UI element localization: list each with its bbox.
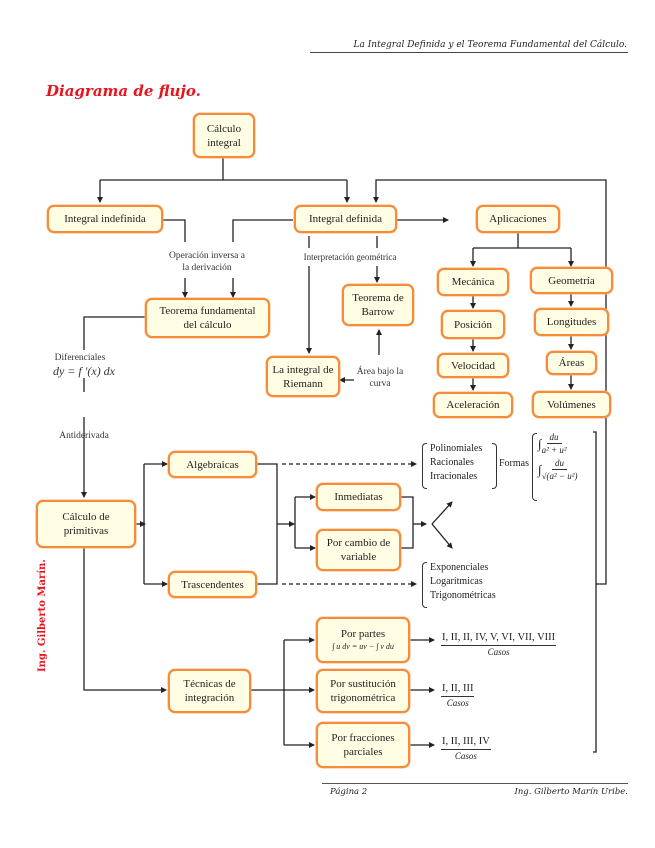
label-interpretacion-geometrica: Interpretación geométrica bbox=[303, 252, 397, 262]
list-item: Polinomiales bbox=[430, 443, 483, 454]
node-por-fracciones[interactable]: Por fracciones parciales bbox=[316, 722, 410, 768]
connector bbox=[83, 316, 145, 350]
connector bbox=[163, 219, 186, 242]
feedback-loop bbox=[373, 179, 607, 585]
node-areas[interactable]: Áreas bbox=[546, 351, 597, 375]
brace-left bbox=[532, 433, 537, 501]
list-item: Irracionales bbox=[430, 471, 478, 482]
node-geometria[interactable]: Geometría bbox=[530, 267, 613, 294]
label-area-bajo-la-curva: Área bajo la curva bbox=[356, 367, 404, 389]
brace-left bbox=[422, 443, 427, 489]
integral-sign: ∫ bbox=[538, 436, 542, 451]
integral-sign: ∫ bbox=[538, 462, 542, 477]
header-rule bbox=[310, 52, 628, 53]
right-brace bbox=[593, 431, 598, 753]
forma-item: ∫ du√(a² − u²) bbox=[538, 458, 577, 482]
label-operacion-inversa: Operación inversa a la derivación bbox=[169, 251, 245, 273]
node-calculo-integral[interactable]: Cálculo integral bbox=[193, 113, 255, 158]
node-por-partes[interactable]: Por partes ∫ u dv = uv − ∫ v du bbox=[316, 617, 410, 663]
node-integral-indefinida[interactable]: Integral indefinida bbox=[47, 205, 163, 233]
node-volumenes[interactable]: Volúmenes bbox=[532, 391, 611, 418]
node-por-cambio-variable[interactable]: Por cambio de variable bbox=[316, 529, 401, 571]
list-item: Racionales bbox=[430, 457, 474, 468]
casos-por-sustitucion: I, II, III Casos bbox=[441, 683, 475, 708]
connector bbox=[431, 523, 453, 549]
node-longitudes[interactable]: Longitudes bbox=[534, 308, 609, 336]
node-velocidad[interactable]: Velocidad bbox=[437, 353, 509, 378]
label-antiderivada: Antiderivada bbox=[59, 431, 109, 441]
node-inmediatas[interactable]: Inmediatas bbox=[316, 483, 401, 511]
connector bbox=[83, 548, 167, 693]
node-teorema-fundamental[interactable]: Teorema fundamental del cálculo bbox=[145, 298, 270, 338]
node-integral-definida[interactable]: Integral definida bbox=[294, 205, 397, 233]
footer-page-number: Página 2 bbox=[330, 787, 368, 797]
list-item: Logarítmicas bbox=[430, 576, 483, 587]
node-posicion[interactable]: Posición bbox=[441, 310, 505, 339]
footer-author: Ing. Gilberto Marín Uribe. bbox=[514, 787, 628, 797]
node-por-sustitucion[interactable]: Por sustitución trigonométrica bbox=[316, 669, 410, 713]
transcendent-types-list: Exponenciales Logarítmicas Trigonométric… bbox=[422, 561, 496, 603]
node-aceleracion[interactable]: Aceleración bbox=[433, 392, 513, 418]
brace-right bbox=[492, 443, 497, 489]
header-title: La Integral Definida y el Teorema Fundam… bbox=[353, 40, 627, 50]
connector bbox=[232, 219, 293, 242]
node-aplicaciones[interactable]: Aplicaciones bbox=[476, 205, 560, 233]
list-item: Exponenciales bbox=[430, 562, 489, 573]
node-mecanica[interactable]: Mecánica bbox=[437, 268, 509, 296]
algebraic-types-list: Polinomiales Racionales Irracionales bbox=[422, 442, 482, 484]
connector bbox=[431, 501, 453, 525]
por-partes-formula: ∫ u dv = uv − ∫ v du bbox=[332, 642, 394, 651]
node-integral-riemann[interactable]: La integral de Riemann bbox=[266, 356, 340, 397]
node-calculo-primitivas[interactable]: Cálculo de primitivas bbox=[36, 500, 136, 548]
fraction: du√(a² − u²) bbox=[541, 458, 578, 481]
node-teorema-barrow[interactable]: Teorema de Barrow bbox=[342, 284, 414, 326]
connector bbox=[257, 463, 278, 585]
diagram-title: Diagrama de flujo. bbox=[46, 82, 201, 100]
footer-rule bbox=[322, 783, 628, 784]
node-trascendentes[interactable]: Trascendentes bbox=[168, 571, 257, 598]
label-diferenciales: Diferenciales bbox=[54, 353, 106, 363]
casos-por-partes: I, II, II, IV, V, VI, VII, VIII Casos bbox=[441, 632, 557, 657]
label-formas: Formas bbox=[499, 458, 529, 469]
node-algebraicas[interactable]: Algebraicas bbox=[168, 451, 257, 478]
connector bbox=[401, 496, 414, 549]
formula-diferencial: dy = f ′(x) dx bbox=[52, 364, 116, 378]
author-signature-vertical: Ing. Gilberto Marín. bbox=[37, 559, 48, 672]
list-item: Trigonométricas bbox=[430, 590, 496, 601]
casos-por-fracciones: I, II, III, IV Casos bbox=[441, 736, 491, 761]
node-tecnicas-integracion[interactable]: Técnicas de integración bbox=[168, 669, 251, 713]
brace-left bbox=[422, 562, 427, 608]
